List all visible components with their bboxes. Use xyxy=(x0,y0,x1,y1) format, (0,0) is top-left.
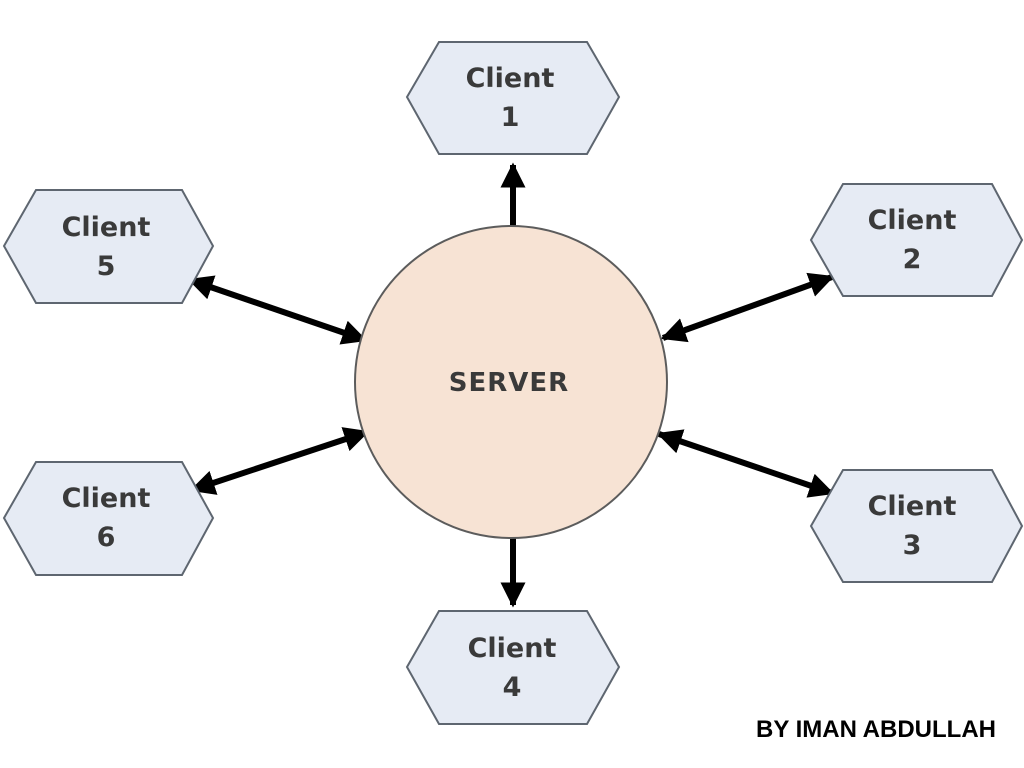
client-6-label: Client xyxy=(62,483,151,514)
client-2-hexagon xyxy=(809,183,1024,297)
server-node: SERVER xyxy=(354,225,668,539)
client-node-4: Client 4 xyxy=(405,610,621,725)
client-4-hexagon xyxy=(405,610,621,725)
connector-client-6 xyxy=(189,427,370,495)
client-4-number: 4 xyxy=(503,672,522,703)
client-6-number: 6 xyxy=(97,522,116,553)
server-label: SERVER xyxy=(449,368,569,398)
client-2-label: Client xyxy=(868,205,957,236)
client-5-hexagon xyxy=(2,189,215,304)
client-node-1: Client 1 xyxy=(405,41,621,155)
client-1-number: 1 xyxy=(501,102,520,133)
client-node-5: Client 5 xyxy=(2,189,215,304)
client-5-label: Client xyxy=(62,212,151,243)
connector-client-5 xyxy=(187,275,368,345)
client-node-6: Client 6 xyxy=(2,461,215,576)
client-2-number: 2 xyxy=(903,244,922,275)
client-4-label: Client xyxy=(468,633,557,664)
client-3-number: 3 xyxy=(903,530,922,561)
client-3-hexagon xyxy=(809,469,1024,583)
client-1-hexagon xyxy=(405,41,621,155)
client-6-hexagon xyxy=(2,461,215,576)
author-credit: BY IMAN ABDULLAH xyxy=(756,716,996,743)
client-5-number: 5 xyxy=(97,251,116,282)
client-node-2: Client 2 xyxy=(809,183,1024,297)
client-node-3: Client 3 xyxy=(809,469,1024,583)
connector-client-2 xyxy=(660,272,835,343)
connector-client-3 xyxy=(656,429,835,498)
server-circle xyxy=(354,225,668,539)
client-3-label: Client xyxy=(868,491,957,522)
client-1-label: Client xyxy=(466,63,555,94)
